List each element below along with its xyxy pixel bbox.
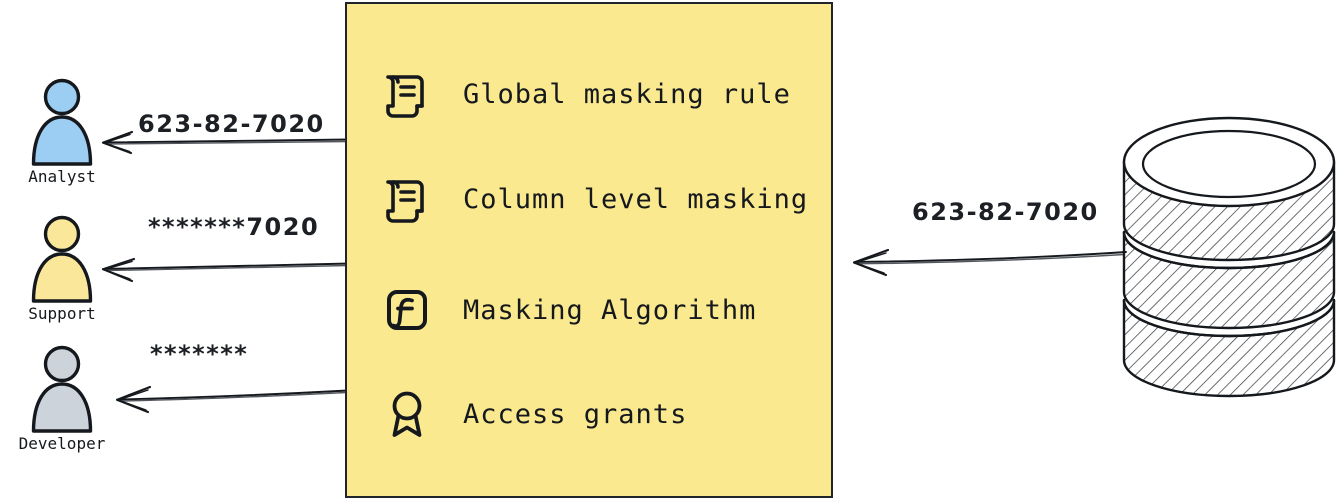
arrow-database-to-panel — [852, 248, 1127, 277]
actor-analyst[interactable]: Analyst — [2, 78, 122, 186]
policy-panel: Global masking rule Column level masking — [345, 2, 833, 498]
policy-item-global-masking-rule[interactable]: Global masking rule — [379, 66, 791, 122]
arrow-to-support — [101, 257, 351, 283]
policy-item-label: Masking Algorithm — [463, 294, 757, 326]
actor-support[interactable]: Support — [2, 215, 122, 323]
policy-item-label: Column level masking — [463, 183, 809, 215]
function-icon — [379, 282, 435, 338]
developer-value-label: ******* — [150, 340, 249, 368]
actor-analyst-label: Analyst — [28, 167, 96, 186]
award-ribbon-icon — [379, 386, 435, 442]
policy-item-column-level-masking[interactable]: Column level masking — [379, 171, 808, 227]
scroll-icon — [379, 171, 435, 227]
arrow-to-analyst — [101, 130, 351, 155]
policy-item-masking-algorithm[interactable]: Masking Algorithm — [379, 282, 756, 338]
database-cylinder-icon[interactable] — [1118, 112, 1340, 402]
database-value-label: 623-82-7020 — [912, 198, 1099, 226]
policy-item-label: Access grants — [463, 398, 688, 430]
person-icon — [31, 345, 93, 433]
policy-item-access-grants[interactable]: Access grants — [379, 386, 687, 442]
support-value-label: *******7020 — [148, 213, 320, 241]
analyst-value-label: 623-82-7020 — [138, 110, 325, 138]
actor-developer[interactable]: Developer — [2, 345, 122, 453]
person-icon — [31, 215, 93, 303]
scroll-icon — [379, 66, 435, 122]
actor-support-label: Support — [28, 304, 96, 323]
policy-item-label: Global masking rule — [463, 78, 791, 110]
arrow-to-developer — [115, 385, 349, 414]
actor-developer-label: Developer — [18, 434, 106, 453]
person-icon — [31, 78, 93, 166]
